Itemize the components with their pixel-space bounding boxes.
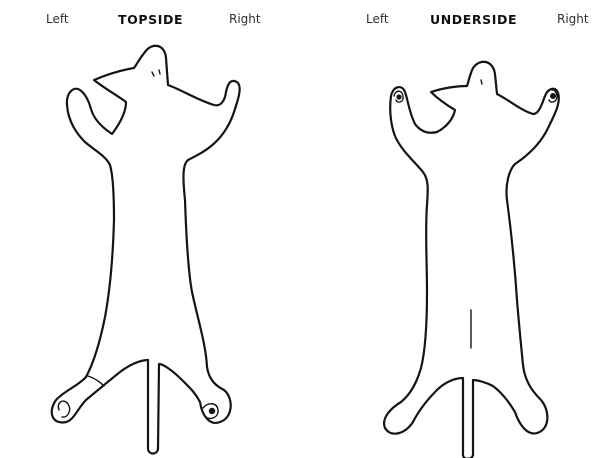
underside-left-label: Left [366, 12, 389, 26]
topside-body-outline [2, 30, 292, 458]
underside-title: UNDERSIDE [430, 12, 517, 27]
underside-left-paw-mark [396, 94, 401, 99]
topside-title: TOPSIDE [118, 12, 183, 27]
underside-right-label: Right [557, 12, 589, 26]
topside-left-leg-crease [88, 376, 104, 386]
underside-body-outline [305, 30, 595, 458]
topside-right-paw-mark [209, 408, 215, 414]
topside-head-detail [152, 70, 160, 76]
topside-left-hind-paw [58, 401, 69, 417]
topside-body-diagram [2, 30, 292, 458]
underside-body-diagram [305, 30, 595, 458]
topside-right-label: Right [229, 12, 261, 26]
underside-body-silhouette [384, 62, 559, 458]
topside-left-label: Left [46, 12, 69, 26]
topside-body-silhouette [52, 46, 240, 454]
underside-head-detail [481, 80, 482, 84]
underside-right-paw-mark [550, 93, 556, 99]
